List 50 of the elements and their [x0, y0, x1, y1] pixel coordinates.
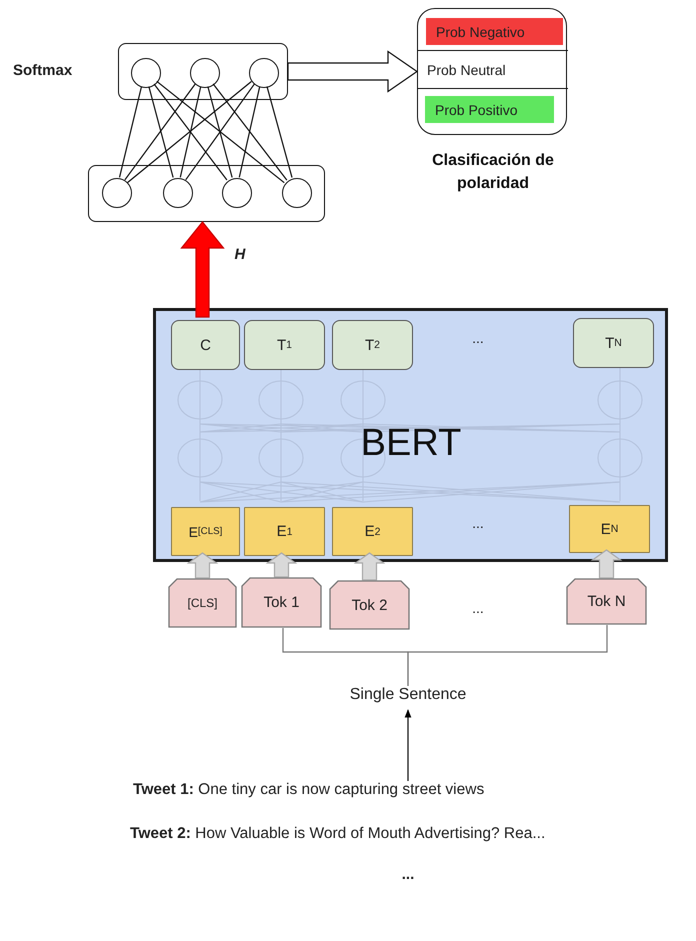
neuron-circle — [131, 58, 161, 88]
neuron-circle — [222, 178, 252, 208]
block-arrow — [180, 221, 225, 318]
connection-line — [180, 86, 202, 178]
connection-line — [118, 86, 142, 178]
class-label: Prob Negativo — [426, 18, 563, 45]
token-label: [CLS] — [186, 595, 218, 612]
connection-line — [185, 84, 255, 180]
ellipsis: ... — [471, 600, 485, 616]
connection-line — [266, 86, 293, 178]
class-label: Prob Neutral — [418, 50, 568, 89]
block-arrow — [590, 549, 622, 579]
arrow — [404, 709, 412, 781]
token-label: Tok N — [586, 592, 627, 612]
token-label: Tok 2 — [350, 596, 388, 616]
connection-line — [154, 84, 228, 180]
token-box — [566, 578, 647, 625]
neuron-circle — [190, 58, 220, 88]
output-heading: Clasificación de polaridad — [431, 151, 555, 194]
token-label: Tok 1 — [262, 593, 300, 613]
ellipsis: ... — [471, 515, 485, 531]
token-box — [329, 580, 410, 630]
neuron-circle — [163, 178, 193, 208]
bracket-line — [407, 625, 608, 686]
connection-line — [156, 80, 285, 184]
model-label: BERT — [360, 422, 462, 465]
layer-box — [88, 165, 325, 222]
tweet-text: Tweet 1: One tiny car is now capturing street views — [133, 781, 678, 805]
ellipsis: ... — [471, 330, 485, 346]
class-label: Prob Positivo — [425, 96, 554, 123]
tweet-text: Tweet 2: How Valuable is Word of Mouth Advertising? Rea... — [130, 825, 696, 849]
connection-line — [238, 86, 260, 178]
connection-line — [207, 86, 233, 178]
block-arrow — [186, 552, 218, 579]
neuron-circle — [249, 58, 279, 88]
token-box — [168, 578, 237, 628]
neuron-circle — [102, 178, 132, 208]
output-token-box: C — [171, 320, 240, 370]
block-arrow — [287, 50, 418, 93]
connection-line — [212, 84, 288, 180]
token-box — [241, 577, 322, 628]
connection-line — [127, 81, 252, 183]
block-arrow — [354, 552, 386, 581]
connection-line — [124, 84, 196, 180]
neuron-circle — [282, 178, 312, 208]
block-arrow — [266, 552, 298, 578]
layer-heading: Softmax — [13, 62, 74, 79]
input-label: Single Sentence — [330, 686, 486, 710]
connection-line — [148, 86, 174, 178]
vertical-ellipsis: ... — [401, 865, 415, 885]
